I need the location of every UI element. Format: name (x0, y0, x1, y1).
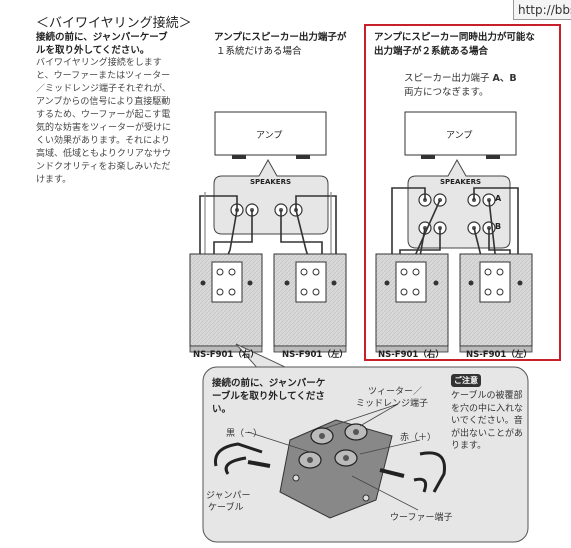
left-speakers-label: SPEAKERS (250, 178, 292, 186)
label-black-negative: 黒（－） (226, 429, 263, 439)
highlight-frame (364, 24, 561, 361)
intro-instruction: 接続の前に、ジャンパーケーブルを取り外してください。 (36, 32, 168, 56)
left-speaker-terminal-panel (213, 158, 329, 235)
right-speaker-left (459, 253, 533, 353)
terminal-b-label: B (495, 222, 502, 231)
left-model-right: NS-F901（右） (193, 350, 259, 360)
right-diagram-title-2: 出力端子が２系統ある場合 (374, 46, 489, 57)
label-jumper-2: ケーブル (208, 503, 244, 513)
section-heading: ＜バイワイヤリング接続＞ (36, 16, 192, 31)
label-woofer-terminal: ウーファー端子 (390, 513, 453, 523)
label-jumper-1: ジャンパー (206, 491, 251, 501)
removal-arrows (247, 460, 405, 478)
right-diagram-note-1: スピーカー出力端子 A、B (404, 73, 517, 84)
url-bar-fragment[interactable]: http://bbs (513, 0, 571, 20)
right-amplifier (404, 111, 517, 159)
label-tweeter-1: ツィーター／ (368, 387, 423, 397)
label-red-positive: 赤（＋） (400, 433, 437, 443)
left-diagram-title-1: アンプにスピーカー出力端子が (214, 32, 347, 43)
left-amplifier (214, 111, 327, 159)
right-speaker-right (375, 253, 449, 353)
right-model-left: NS-F901（左） (466, 350, 532, 360)
left-amp-label: アンプ (256, 131, 283, 141)
left-model-left: NS-F901（左） (282, 350, 348, 360)
jumper-cable-illustration (213, 442, 446, 493)
left-speaker-right (189, 253, 263, 353)
right-model-right: NS-F901（右） (378, 350, 444, 360)
left-speaker-left (273, 253, 347, 353)
right-diagram-note-2: 両方につなぎます。 (404, 87, 489, 98)
right-speakers-label: SPEAKERS (440, 178, 482, 186)
right-amp-label: アンプ (446, 131, 473, 141)
callout-instruction: 接続の前に、ジャンパーケーブルを取り外してください。 (212, 378, 326, 415)
caution-badge: ご注意 (451, 374, 481, 387)
terminal-plate-illustration (279, 419, 393, 519)
right-diagram-title-1: アンプにスピーカー同時出力が可能な (374, 32, 535, 43)
left-diagram-title-2: １系統だけある場合 (216, 46, 302, 57)
label-tweeter-2: ミッドレンジ端子 (356, 399, 429, 409)
terminal-a-label: A (495, 194, 502, 203)
caution-text: ケーブルの被覆部を穴の中に入れないでください。音が出ないことがあります。 (451, 391, 524, 451)
intro-body-text: バイワイヤリング接続をしますと、ウーファーまたはツィーター／ミッドレンジ端子それ… (36, 58, 172, 185)
